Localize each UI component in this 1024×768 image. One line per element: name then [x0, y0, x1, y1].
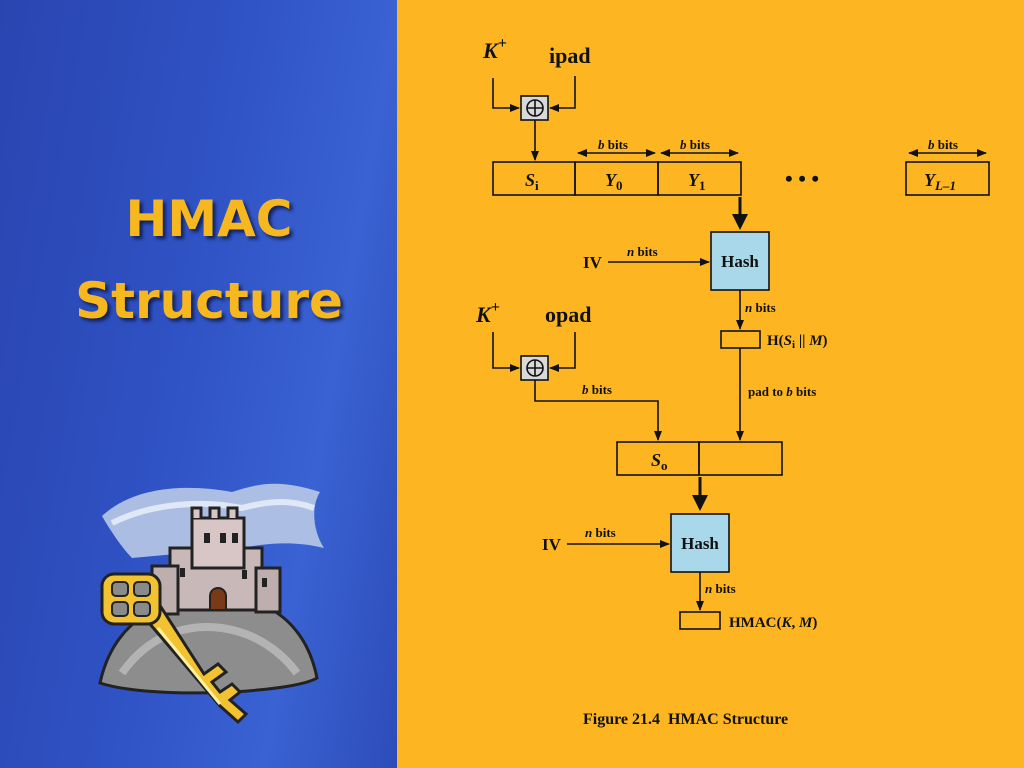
castle-key-clipart: [98, 483, 324, 725]
y0-label: Y0: [605, 170, 623, 193]
title-line-1: HMAC: [125, 190, 293, 248]
iv-label-2: IV: [542, 535, 562, 554]
hash-box-1: [710, 231, 770, 291]
hash-label-1: Hash: [721, 252, 759, 271]
b-bits-label-3: b bits: [928, 137, 958, 152]
n-bits-label-4: n bits: [705, 581, 736, 596]
y1-label: Y1: [688, 170, 706, 193]
xor-top-icon: [520, 95, 549, 121]
figure-caption: Figure 21.4 HMAC Structure: [583, 711, 788, 728]
hmac-output-label: HMAC(K, M): [729, 615, 817, 631]
b-bits-label-1: b bits: [598, 137, 628, 152]
ipad-label: ipad: [549, 43, 591, 68]
opad-label: opad: [545, 302, 591, 327]
hash-label-2: Hash: [681, 534, 719, 553]
b-bits-label-2: b bits: [680, 137, 710, 152]
iv-label-1: IV: [583, 253, 603, 272]
si-label: Si: [525, 170, 539, 193]
k-plus-top: K+: [482, 35, 507, 63]
pad-to-b-bits-label: pad to b bits: [748, 384, 816, 399]
so-label: So: [651, 450, 668, 473]
n-bits-label-2: n bits: [745, 300, 776, 315]
xor-bottom-icon: [520, 355, 549, 381]
hash-box-2: [670, 513, 730, 573]
n-bits-label-1: n bits: [627, 244, 658, 259]
hmac-diagram: K+ ipad b bits b bits b bits Si Y0 Y1 • …: [475, 35, 990, 728]
h-si-m-label: H(Si || M): [767, 333, 828, 351]
golden-key-icon: [100, 572, 249, 725]
n-bits-label-3: n bits: [585, 525, 616, 540]
yl-label: YL–1: [924, 170, 956, 193]
b-bits-label-4: b bits: [582, 382, 612, 397]
slide-title: HMAC Structure: [20, 178, 398, 342]
diagram-panel: [397, 0, 1024, 768]
k-plus-bottom: K+: [475, 299, 500, 327]
ellipsis: • • •: [785, 166, 819, 191]
title-line-2: Structure: [75, 272, 343, 330]
